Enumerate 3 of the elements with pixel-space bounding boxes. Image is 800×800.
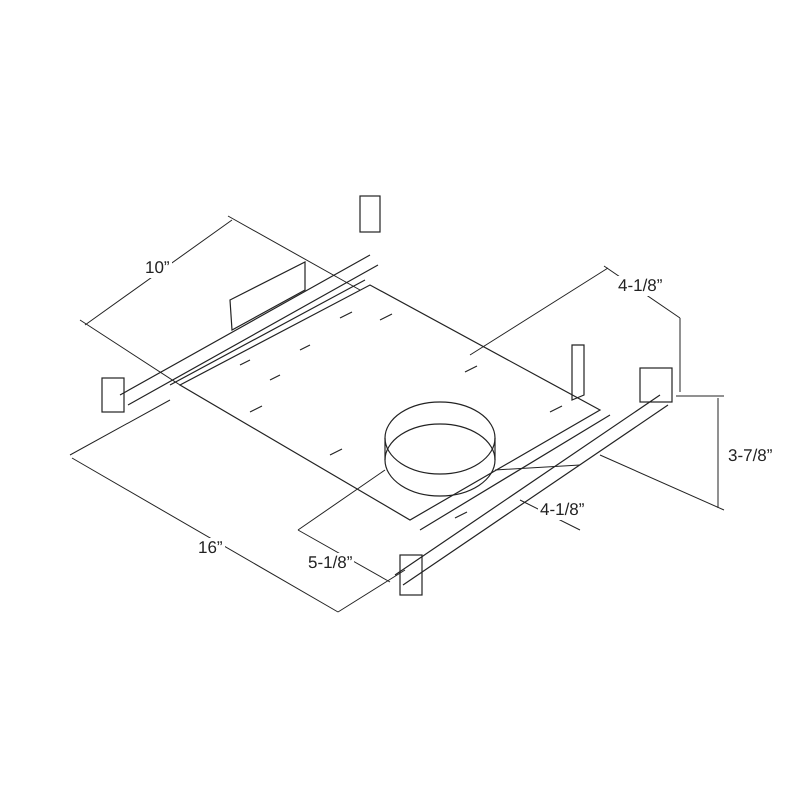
dimension-label: 4-1/8” bbox=[616, 276, 664, 296]
dimension-label: 4-1/8” bbox=[538, 500, 586, 520]
dimension-label: 10” bbox=[143, 258, 172, 278]
